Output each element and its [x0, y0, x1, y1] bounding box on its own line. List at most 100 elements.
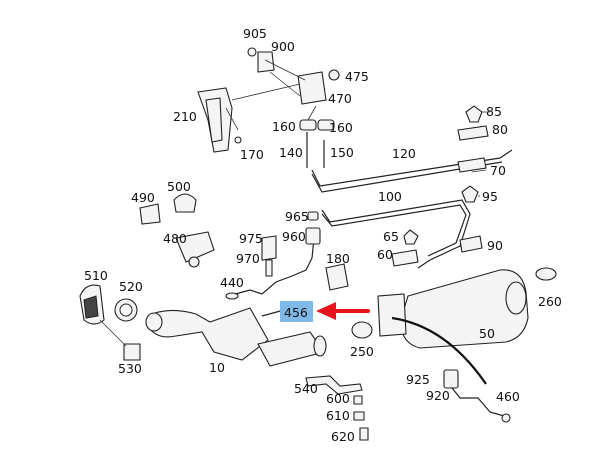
bolt-600 — [353, 395, 363, 405]
label-530: 530 — [118, 361, 142, 376]
sensor-975 — [261, 235, 277, 261]
pipe-120 — [311, 149, 513, 187]
label-900: 900 — [271, 39, 295, 54]
cable-460 — [391, 316, 487, 385]
clamp-160-right — [317, 119, 335, 131]
bracket-70 — [457, 157, 487, 173]
label-260: 260 — [538, 294, 562, 309]
label-965: 965 — [285, 209, 309, 224]
label-70: 70 — [490, 163, 506, 178]
label-150: 150 — [330, 145, 354, 160]
connector-965 — [307, 211, 319, 221]
label-540: 540 — [294, 381, 318, 396]
converter-10 — [145, 307, 327, 367]
pipe-120-inner — [311, 161, 503, 193]
label-480: 480 — [163, 231, 187, 246]
label-500: 500 — [167, 179, 191, 194]
leader — [225, 107, 239, 131]
sensor-tip-920 — [501, 413, 511, 423]
clip-490 — [139, 203, 161, 225]
label-10: 10 — [209, 360, 225, 375]
mount-900 — [257, 51, 275, 73]
label-960: 960 — [282, 229, 306, 244]
sensor-cable-440 — [227, 257, 313, 297]
label-180: 180 — [326, 251, 350, 266]
clamp-250 — [351, 321, 373, 339]
muffler-body-50 — [399, 269, 529, 349]
bracket-470 — [297, 71, 327, 105]
bracket-60 — [391, 249, 419, 267]
label-610: 610 — [326, 408, 350, 423]
pipe-100 — [321, 199, 471, 269]
label-520: 520 — [119, 279, 143, 294]
pipe-100-inner — [321, 204, 467, 257]
connector-960 — [305, 227, 321, 245]
label-920: 920 — [426, 388, 450, 403]
cable-920 — [451, 387, 505, 417]
label-620: 620 — [331, 429, 355, 444]
label-475: 475 — [345, 69, 369, 84]
clamp-160-left — [299, 119, 317, 131]
label-160-left: 160 — [272, 119, 296, 134]
leader — [264, 59, 306, 81]
bracket-480 — [175, 231, 215, 263]
nut-530 — [123, 343, 141, 361]
label-140: 140 — [279, 145, 303, 160]
sensor-chain — [391, 316, 511, 423]
label-970: 970 — [236, 251, 260, 266]
leader — [307, 105, 317, 121]
label-95: 95 — [482, 189, 498, 204]
flange-50 — [377, 293, 407, 337]
bracket-assembly — [197, 47, 340, 153]
label-80: 80 — [492, 122, 508, 137]
bolt-620 — [359, 427, 369, 441]
label-456: 456 — [284, 305, 308, 320]
label-510: 510 — [84, 268, 108, 283]
label-50: 50 — [479, 326, 495, 341]
label-460: 460 — [496, 389, 520, 404]
leader — [231, 83, 301, 101]
sensor-970 — [265, 259, 273, 277]
pipes — [311, 149, 513, 269]
label-440: 440 — [220, 275, 244, 290]
red-arrow — [316, 302, 370, 320]
leader — [471, 169, 487, 173]
label-60: 60 — [377, 247, 393, 262]
label-160-right: 160 — [329, 120, 353, 135]
hanger-500 — [173, 193, 197, 213]
label-100: 100 — [378, 189, 402, 204]
muffler-end-50 — [505, 281, 527, 315]
bolt-480 — [188, 256, 200, 268]
bracket-90 — [459, 235, 483, 253]
nut-95 — [461, 185, 479, 203]
label-250: 250 — [350, 344, 374, 359]
label-975: 975 — [239, 231, 263, 246]
label-85: 85 — [486, 104, 502, 119]
middle-left-parts — [139, 193, 321, 317]
gasket-520-hole — [119, 303, 133, 317]
bracket-80 — [457, 125, 489, 141]
left-parts — [79, 284, 141, 361]
bolt-610 — [353, 411, 365, 421]
label-170: 170 — [240, 147, 264, 162]
nut-85 — [465, 105, 483, 123]
label-600: 600 — [326, 391, 350, 406]
label-490: 490 — [131, 190, 155, 205]
lower-parts — [305, 375, 369, 441]
nut-475 — [328, 69, 340, 81]
screw-905 — [247, 47, 257, 57]
right-top-parts — [391, 105, 490, 267]
label-65: 65 — [383, 229, 399, 244]
clamp-260 — [535, 267, 557, 281]
bracket-210-inner — [205, 97, 223, 143]
hanger-180 — [325, 263, 349, 291]
flange-10 — [145, 312, 163, 332]
arrow-head — [316, 302, 336, 320]
leader — [99, 319, 127, 347]
label-470: 470 — [328, 91, 352, 106]
pipe-end-10 — [313, 335, 327, 357]
heat-shield-510-face — [83, 295, 99, 319]
clamps-160 — [234, 105, 335, 168]
label-90: 90 — [487, 238, 503, 253]
